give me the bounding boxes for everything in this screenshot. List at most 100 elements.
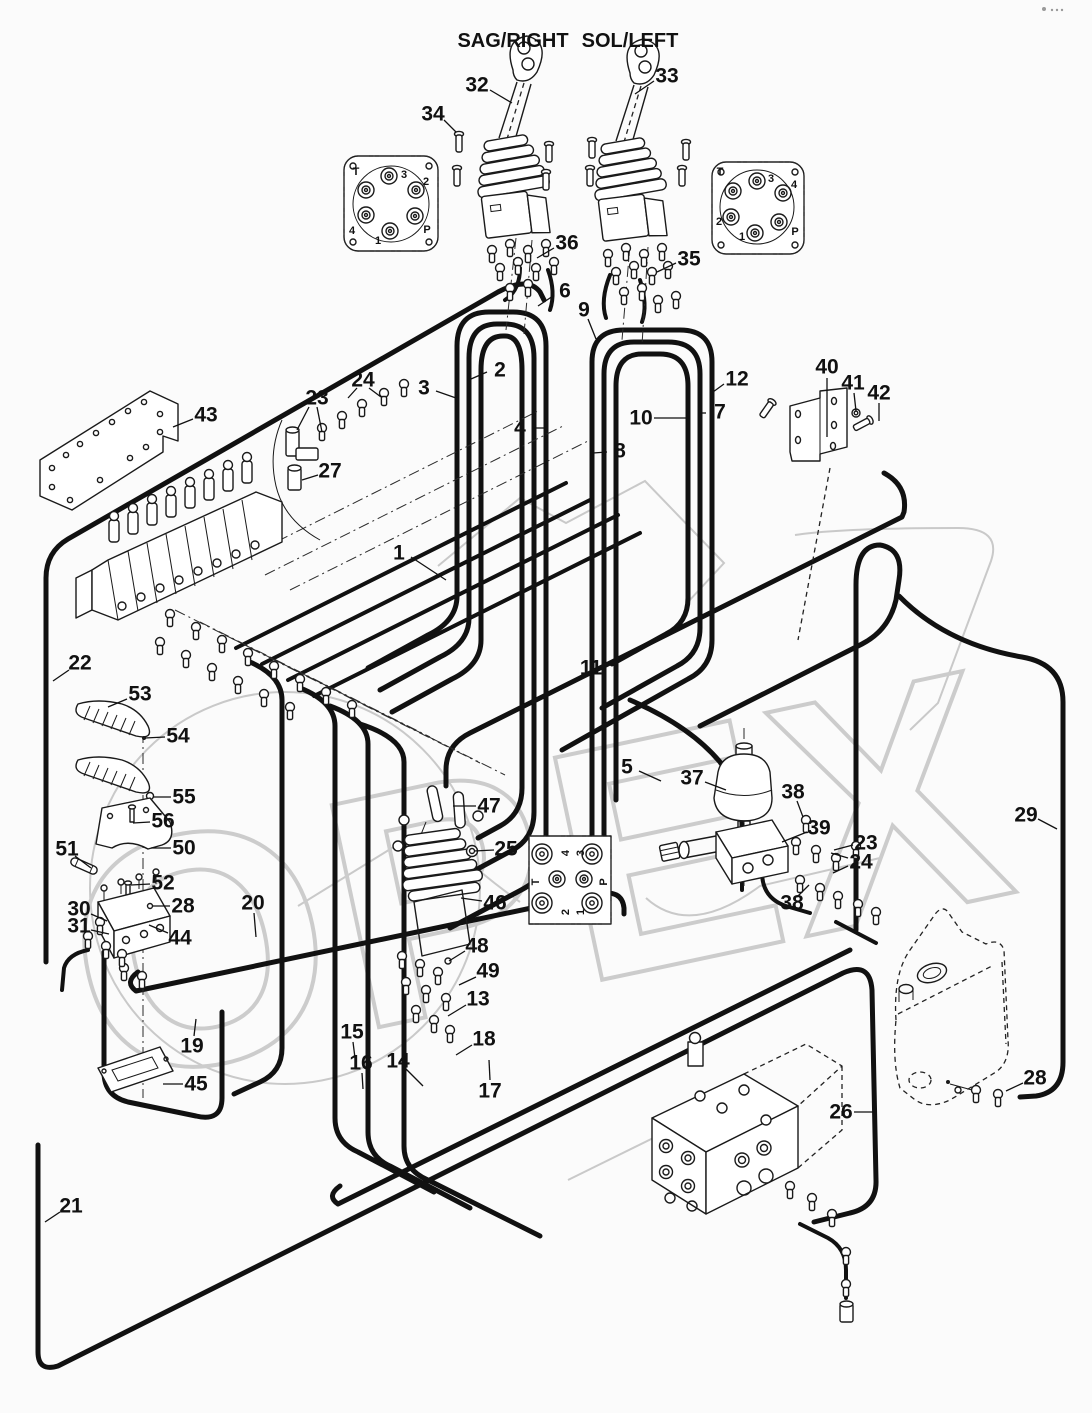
callout-13: 13 xyxy=(466,988,489,1011)
leader-line xyxy=(132,821,151,824)
plate-45 xyxy=(97,1046,174,1093)
leader-line xyxy=(1005,1082,1024,1092)
port-label-4: 4 xyxy=(791,179,798,191)
callout-55: 55 xyxy=(172,786,196,809)
callout-23: 23 xyxy=(854,832,877,855)
callout-23: 23 xyxy=(305,387,328,410)
callout-48: 48 xyxy=(465,935,489,958)
callout-41: 41 xyxy=(841,372,865,395)
header-sag-right: SAG/RIGHT xyxy=(457,30,568,52)
hose-9 xyxy=(601,273,612,320)
hose-6b xyxy=(546,268,555,312)
hose-4 xyxy=(389,333,525,841)
leader-line xyxy=(473,849,495,852)
port-label-1: 1 xyxy=(739,231,745,243)
callout-18: 18 xyxy=(472,1028,496,1051)
callout-20: 20 xyxy=(241,892,264,915)
hose-26-link xyxy=(798,1222,848,1300)
callout-5: 5 xyxy=(621,756,633,779)
callout-28: 28 xyxy=(171,895,195,918)
leader-line xyxy=(74,855,92,869)
leader-line xyxy=(634,80,655,95)
callout-51: 51 xyxy=(55,838,79,861)
callout-42: 42 xyxy=(867,382,890,405)
port-label-4: 4 xyxy=(349,225,356,237)
hose-7 xyxy=(599,339,703,848)
solenoid-row xyxy=(108,451,253,543)
hose-11 xyxy=(443,470,908,789)
leader-line xyxy=(44,1211,61,1223)
leader-line xyxy=(638,770,662,782)
leader-line xyxy=(435,390,457,399)
callout-1: 1 xyxy=(393,542,405,565)
port-label-1: 1 xyxy=(375,235,381,247)
leader-line xyxy=(352,1041,356,1059)
fittings-23-24-27 xyxy=(272,378,410,541)
pedal-group xyxy=(70,700,173,897)
leader-line xyxy=(316,406,323,433)
leader-line xyxy=(52,669,70,682)
port-label-3: 3 xyxy=(401,169,407,181)
callout-16: 16 xyxy=(349,1052,372,1075)
leader-line xyxy=(460,897,483,902)
hose-29 xyxy=(896,593,1066,1100)
leader-line xyxy=(537,295,554,307)
callout-26: 26 xyxy=(829,1101,852,1124)
callout-4: 4 xyxy=(514,417,526,440)
leader-line xyxy=(410,556,447,581)
callout-24: 24 xyxy=(849,851,873,874)
callout-32: 32 xyxy=(465,74,488,97)
leader-line xyxy=(458,976,477,986)
valve-26 xyxy=(651,1031,854,1323)
leader-line xyxy=(447,1004,467,1017)
callout-10: 10 xyxy=(629,407,652,430)
leader-line xyxy=(796,800,804,818)
callout-21: 21 xyxy=(59,1195,83,1218)
hose-10 xyxy=(609,351,691,803)
joystick-right xyxy=(594,38,668,242)
mounting-plate-43 xyxy=(39,390,179,511)
leader-line xyxy=(253,912,257,938)
port-plate-center xyxy=(528,835,612,925)
leader-line xyxy=(361,1072,364,1090)
port-label-2: 2 xyxy=(716,216,722,228)
callout-30: 30 xyxy=(67,898,90,921)
hose-16 xyxy=(297,685,437,1195)
port-label-3: 3 xyxy=(768,173,774,185)
port-label-P: P xyxy=(598,878,610,885)
callout-44: 44 xyxy=(168,927,192,950)
leader-line xyxy=(448,950,466,962)
callout-22: 22 xyxy=(68,652,91,675)
leader-line xyxy=(296,406,310,431)
leader-line xyxy=(107,698,128,708)
leader-line xyxy=(796,884,810,898)
leader-line xyxy=(443,119,457,133)
leader-line xyxy=(405,1068,424,1087)
leader-line xyxy=(470,371,488,380)
valve-44 xyxy=(82,868,171,990)
port-label-1: 1 xyxy=(575,909,587,915)
valve-bank xyxy=(75,451,283,621)
callout-6: 6 xyxy=(559,280,571,303)
hose-15 xyxy=(231,659,285,1097)
callout-17: 17 xyxy=(478,1080,501,1103)
leader-line xyxy=(592,451,608,454)
callout-15: 15 xyxy=(340,1021,364,1044)
hose-17 xyxy=(330,947,853,1207)
leader-line xyxy=(489,89,513,104)
leader-line xyxy=(301,474,319,481)
callout-46: 46 xyxy=(483,892,506,915)
hose-22 xyxy=(43,281,547,965)
leader-line xyxy=(712,383,725,393)
leader-line xyxy=(781,831,808,843)
valve-44-bolts xyxy=(100,868,160,900)
leader-line xyxy=(830,852,849,859)
leader-line xyxy=(455,1044,473,1056)
leader-line xyxy=(704,781,727,791)
callout-8: 8 xyxy=(614,440,626,463)
callout-37: 37 xyxy=(680,767,703,790)
hose-1c xyxy=(286,513,620,682)
hose-arch xyxy=(697,542,903,933)
callout-52: 52 xyxy=(151,872,174,895)
callout-38: 38 xyxy=(781,781,805,804)
